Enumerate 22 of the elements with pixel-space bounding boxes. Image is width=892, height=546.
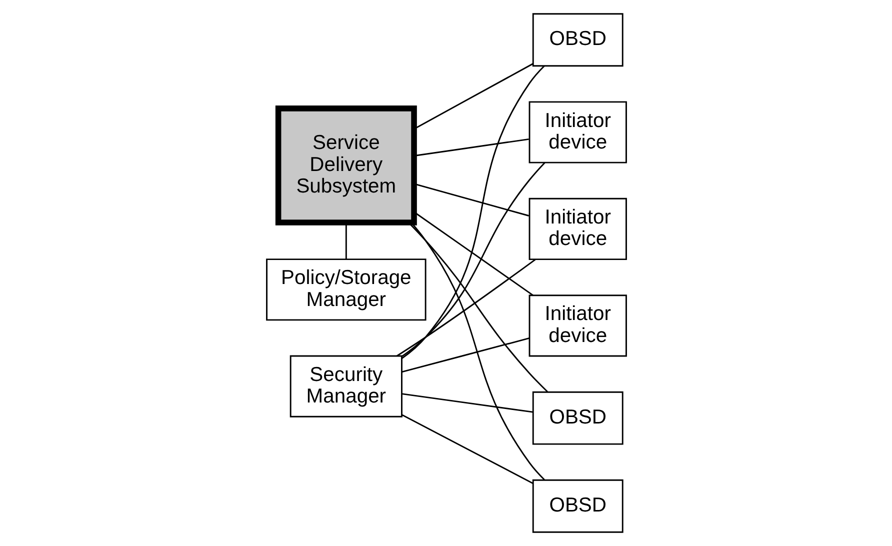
connector [400,162,545,358]
connector [414,63,533,130]
connector [414,212,533,296]
node-box: Initiator device [528,101,626,164]
node-box: Security Manager [289,355,402,418]
connector [344,222,346,260]
node-box: OBSD [532,13,623,67]
connector [414,138,528,156]
connector [408,222,548,392]
connector [401,338,529,373]
node-box: Initiator device [528,198,626,260]
node-box: Initiator device [528,294,626,357]
connector [414,183,528,216]
node-box: OBSD [532,479,623,533]
connector [396,258,536,356]
connector [401,393,533,413]
node-box: Policy/Storage Manager [266,258,426,321]
node-box: OBSD [532,391,623,445]
connector [410,222,544,480]
connector [400,66,544,359]
connector [401,414,533,484]
node-box: Service Delivery Subsystem [274,106,416,226]
